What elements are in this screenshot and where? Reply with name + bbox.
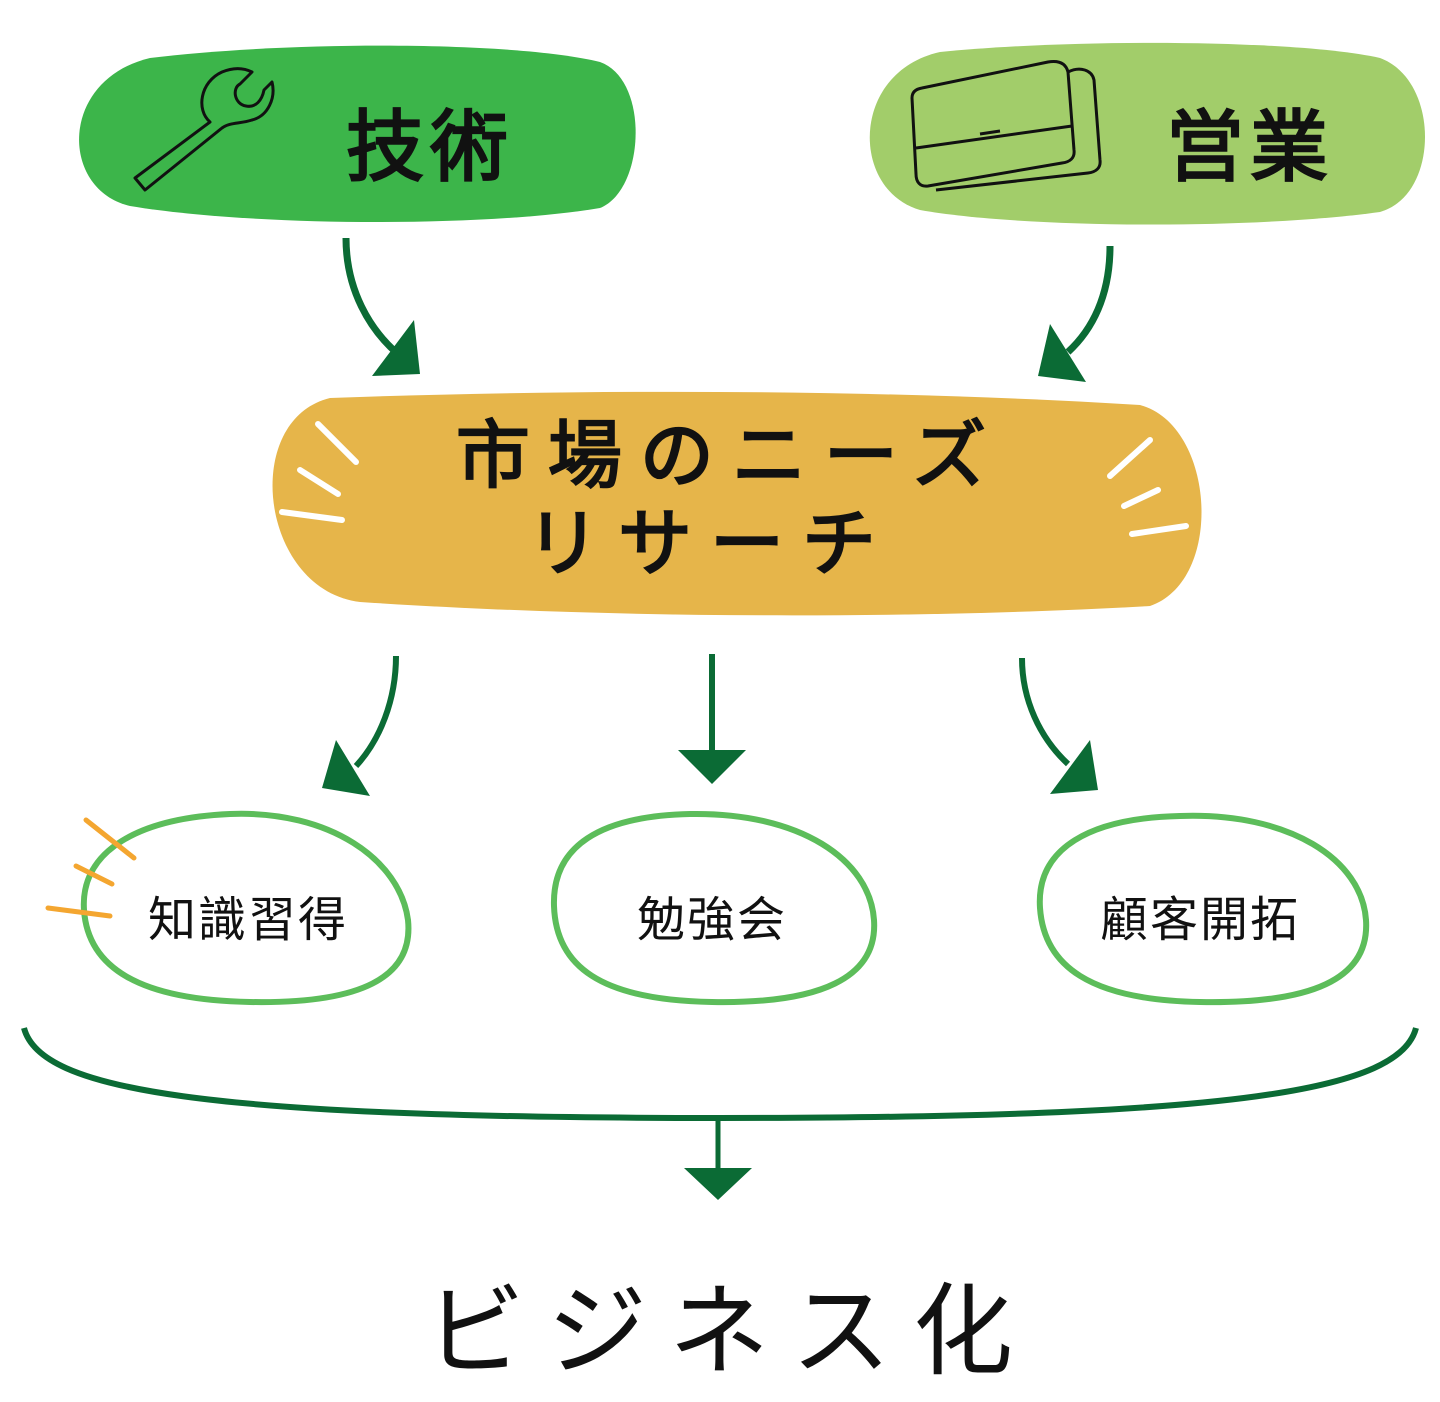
business-label: ビジネス化 bbox=[425, 1273, 1035, 1390]
customers-label: 顧客開拓 bbox=[1099, 892, 1300, 948]
arrowhead-study bbox=[678, 750, 746, 784]
arrowhead-knowledge bbox=[322, 740, 370, 796]
arrow-sales-to-research bbox=[1065, 245, 1114, 355]
research-pill bbox=[272, 391, 1202, 616]
technology-pill bbox=[79, 45, 636, 223]
arrow-research-to-knowledge bbox=[353, 655, 399, 769]
research-label-line2: リサーチ bbox=[526, 501, 894, 587]
sales-pill bbox=[869, 42, 1425, 225]
merge-brace bbox=[21, 1027, 1419, 1122]
accent-marks bbox=[45, 817, 137, 919]
arrowhead-customers bbox=[1050, 740, 1098, 794]
arrow-research-to-customers bbox=[1019, 657, 1071, 767]
arrowhead-business bbox=[684, 1168, 752, 1200]
knowledge-label: 知識習得 bbox=[147, 892, 348, 948]
arrowhead-sales bbox=[1038, 324, 1086, 382]
technology-label: 技術 bbox=[345, 103, 514, 193]
study-outline bbox=[550, 810, 878, 1006]
arrowhead-technology bbox=[372, 320, 420, 376]
research-label-line1: 市場のニーズ bbox=[455, 413, 1005, 499]
sparkle-lines bbox=[279, 421, 1189, 537]
knowledge-outline bbox=[80, 810, 412, 1006]
study-label: 勉強会 bbox=[636, 892, 787, 948]
sales-label: 営業 bbox=[1165, 103, 1334, 193]
arrow-technology-to-research bbox=[342, 237, 401, 357]
air-conditioner-icon bbox=[910, 60, 1102, 192]
wrench-icon bbox=[133, 67, 275, 192]
customers-outline bbox=[1036, 812, 1370, 1006]
